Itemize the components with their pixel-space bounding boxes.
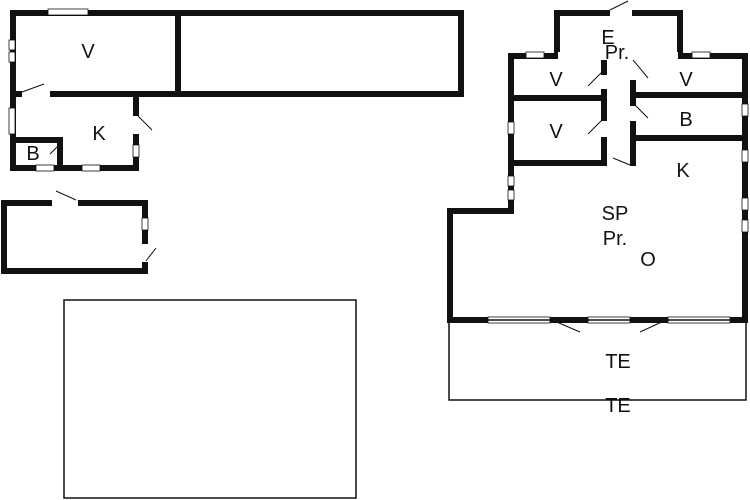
left-building: V K B bbox=[8, 8, 464, 172]
room-label-b: B bbox=[679, 109, 692, 131]
window bbox=[132, 144, 140, 158]
room-label-v2: V bbox=[679, 69, 693, 91]
door-swing bbox=[639, 319, 667, 333]
window bbox=[8, 51, 16, 63]
window bbox=[141, 217, 149, 231]
room-label-k: K bbox=[92, 123, 106, 145]
room-label-v1: V bbox=[549, 69, 563, 91]
doorway bbox=[141, 244, 149, 262]
terrace-label-2: TE bbox=[605, 395, 631, 417]
door-swing bbox=[21, 83, 45, 93]
door-swing bbox=[49, 143, 61, 155]
window bbox=[691, 51, 711, 59]
window bbox=[35, 164, 55, 172]
door-swing bbox=[609, 0, 629, 11]
right-building: E Pr. V V V B K SP Pr. O TE TE bbox=[447, 0, 749, 417]
door-swing bbox=[632, 59, 649, 79]
window bbox=[507, 189, 515, 201]
room-label-e: E bbox=[601, 27, 614, 49]
doorway bbox=[132, 116, 140, 134]
doorway bbox=[52, 199, 78, 207]
room-label-pr: Pr. bbox=[605, 42, 629, 64]
doorway bbox=[22, 90, 50, 98]
terrace-label-1: TE bbox=[605, 351, 631, 373]
door-swing bbox=[587, 69, 605, 87]
room-label-pr2: Pr. bbox=[603, 228, 627, 250]
outbuilding bbox=[1, 190, 157, 274]
window bbox=[47, 8, 89, 16]
door-swing bbox=[55, 190, 77, 201]
window bbox=[8, 39, 16, 51]
room-label-b: B bbox=[26, 143, 39, 165]
window bbox=[741, 103, 749, 117]
entry-door bbox=[610, 8, 632, 16]
room-label-v: V bbox=[81, 41, 95, 63]
room-label-k: K bbox=[676, 160, 690, 182]
room-label-o: O bbox=[640, 249, 656, 271]
door-swing bbox=[551, 319, 581, 333]
window bbox=[525, 51, 545, 59]
left-building-outer-wall bbox=[10, 10, 464, 97]
door-swing bbox=[612, 157, 631, 166]
room-label-sp: SP bbox=[602, 203, 629, 225]
window bbox=[741, 219, 749, 233]
door-swing bbox=[587, 117, 605, 135]
entry-opening bbox=[558, 52, 678, 60]
window bbox=[8, 107, 16, 135]
window bbox=[81, 164, 101, 172]
plot-area bbox=[63, 299, 357, 499]
room-label-v3: V bbox=[549, 121, 563, 143]
door-swing bbox=[632, 102, 649, 119]
bathroom-wall bbox=[10, 137, 63, 171]
window bbox=[507, 121, 515, 135]
door-swing bbox=[145, 247, 157, 262]
outbuilding-wall bbox=[1, 200, 148, 274]
window bbox=[507, 175, 515, 187]
window bbox=[741, 197, 749, 211]
door-swing bbox=[137, 115, 153, 131]
window bbox=[741, 149, 749, 163]
terrace bbox=[448, 319, 747, 401]
